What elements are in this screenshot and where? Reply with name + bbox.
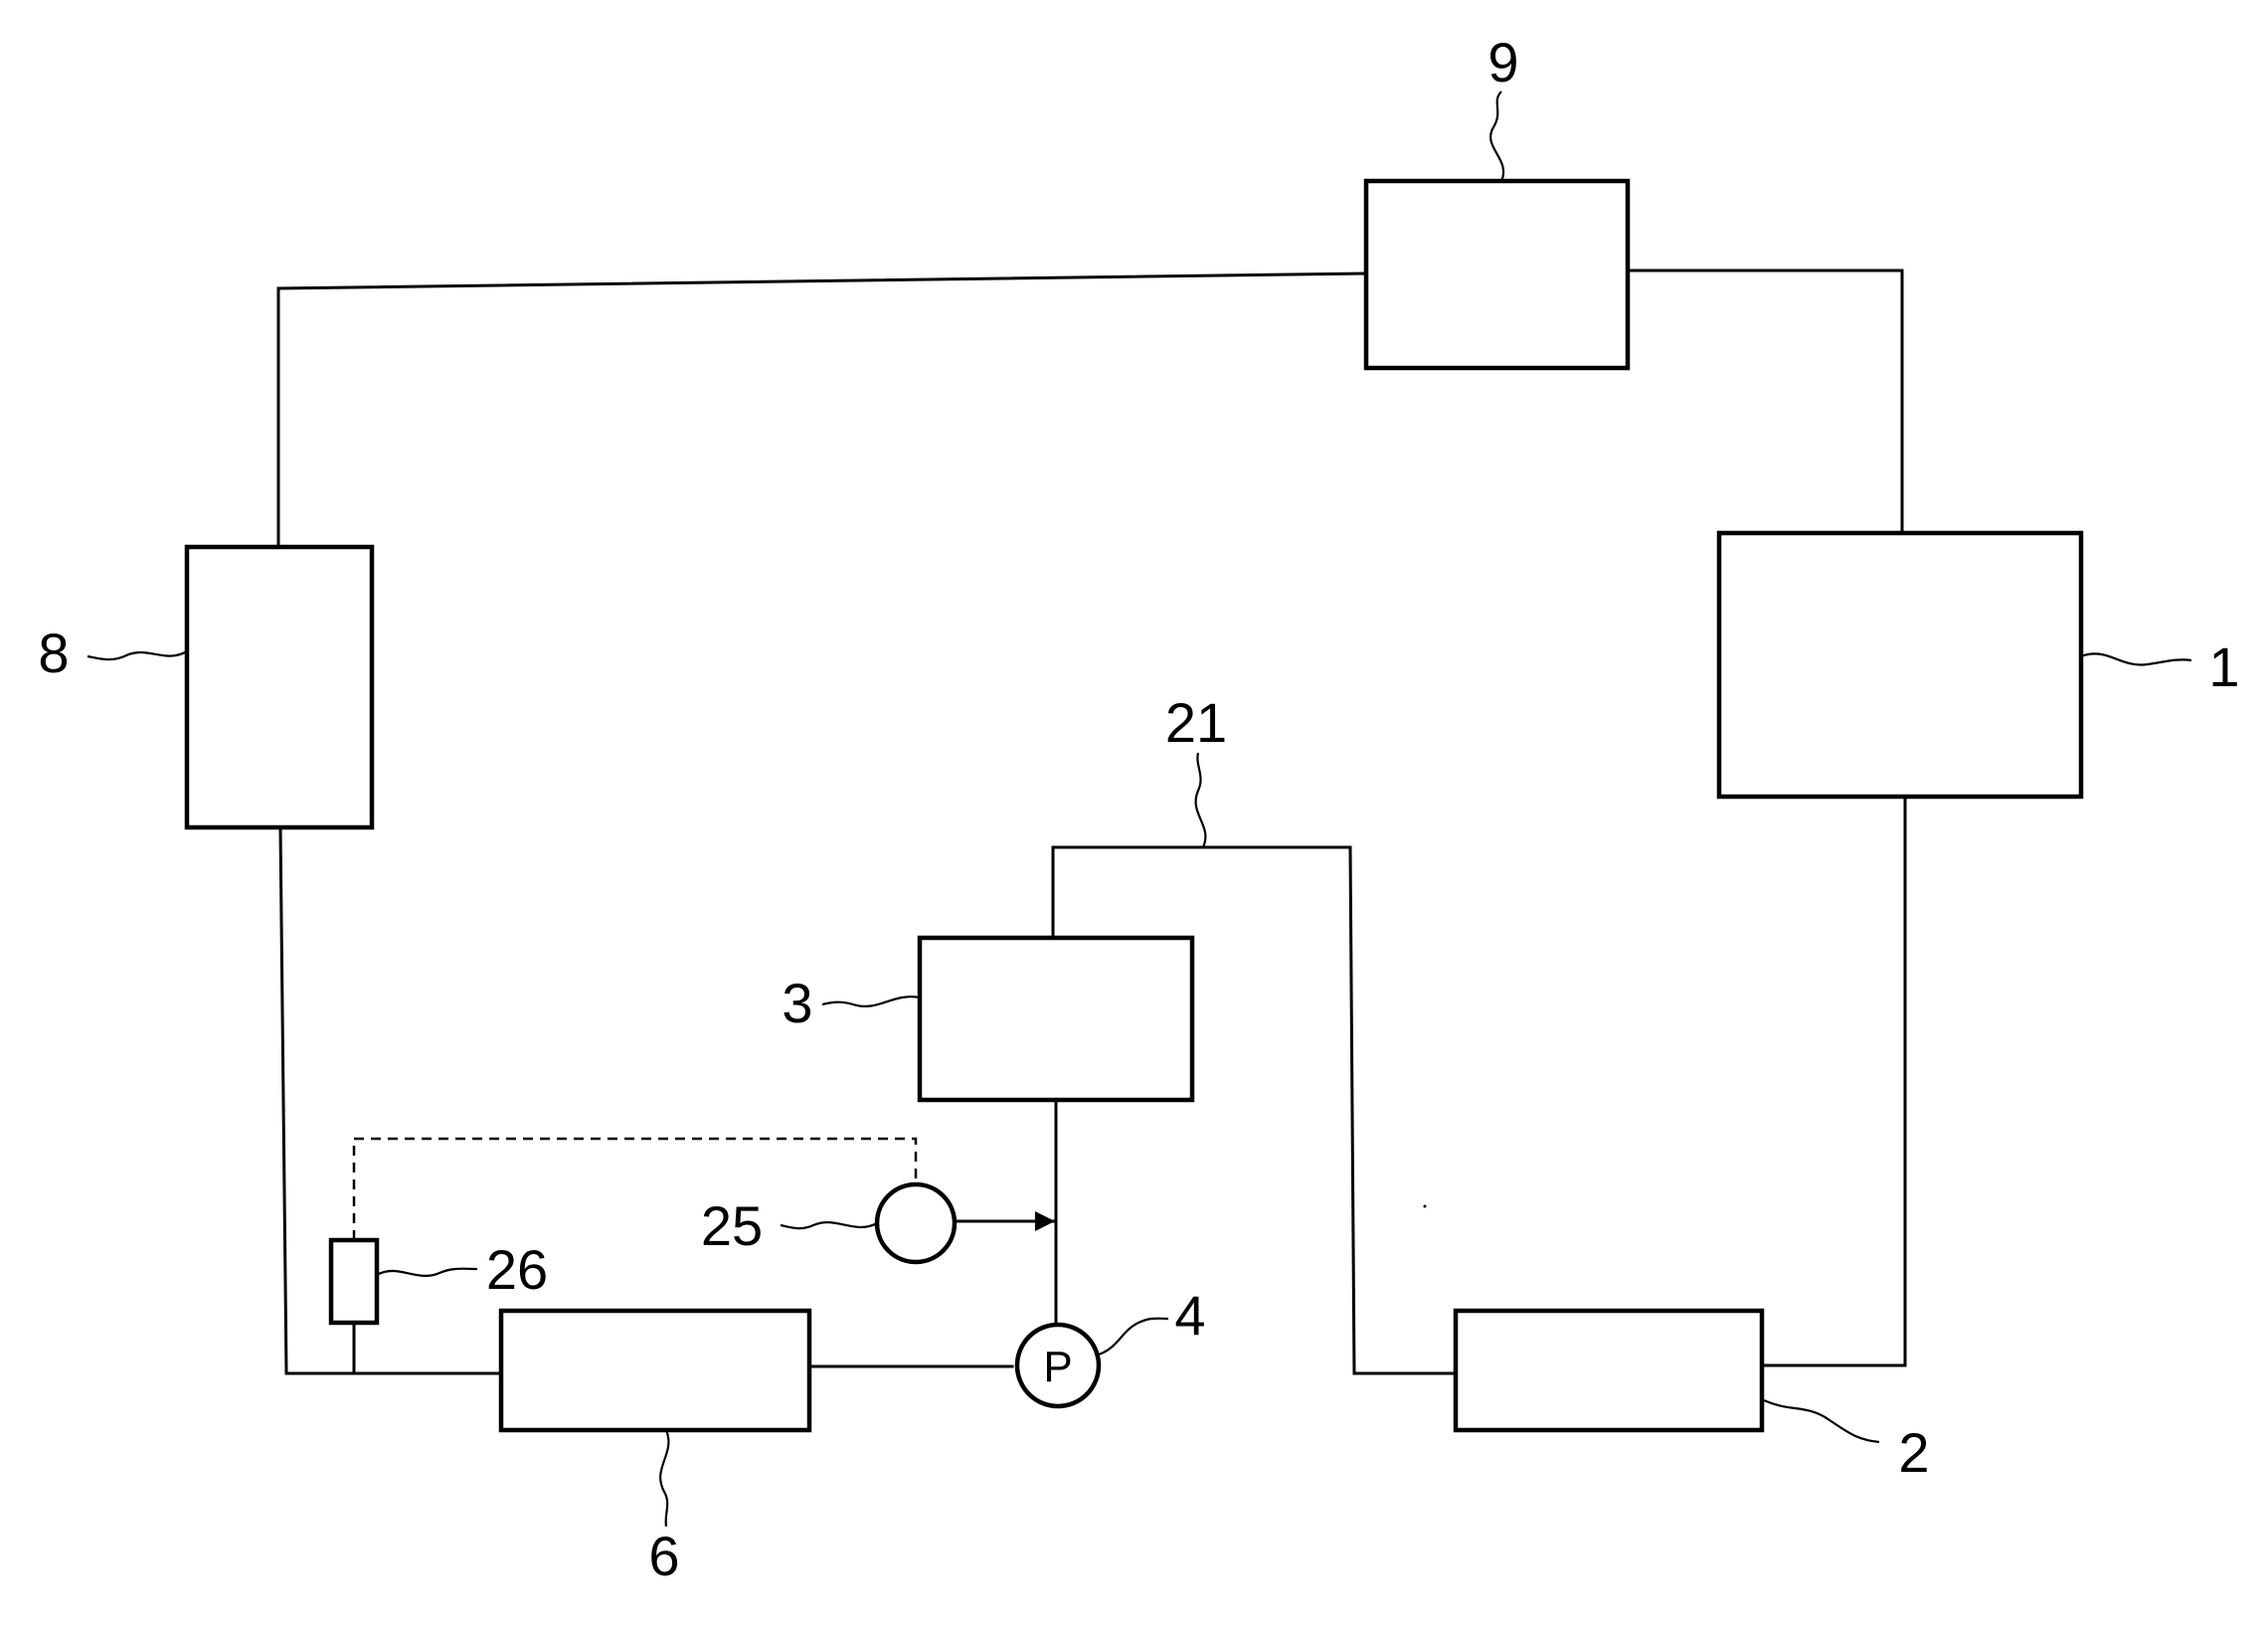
- leader-lines: [87, 90, 2192, 1528]
- label-4: 4: [1174, 1284, 1205, 1347]
- leader-4: [1098, 1317, 1169, 1356]
- line-6-to-8: [278, 825, 503, 1375]
- pump-4: P: [1014, 1322, 1102, 1409]
- sensor-26: [328, 1237, 380, 1326]
- label-25: 25: [701, 1194, 763, 1257]
- pump-circle: [1014, 1322, 1102, 1409]
- leader-25: [780, 1221, 878, 1230]
- box-2: [1453, 1308, 1765, 1433]
- leader-3: [821, 995, 921, 1007]
- control-signal-line: [352, 1137, 918, 1240]
- box-1: [1716, 530, 2084, 800]
- box-8: [184, 544, 375, 830]
- leader-8: [87, 650, 188, 661]
- label-9: 9: [1487, 31, 1518, 93]
- label-26: 26: [486, 1238, 548, 1301]
- scan-speck: [1423, 1204, 1427, 1208]
- pump-symbol: P: [1043, 1343, 1072, 1391]
- box-6: [498, 1308, 812, 1433]
- leader-9: [1489, 90, 1505, 182]
- leader-26: [376, 1267, 478, 1277]
- label-1: 1: [2208, 635, 2239, 698]
- label-21: 21: [1165, 691, 1227, 754]
- box-9: [1363, 178, 1631, 371]
- reference-labels: 9 1 8 21 3 25 26 4 6 2: [38, 31, 2239, 1587]
- label-6: 6: [648, 1525, 679, 1587]
- label-8: 8: [38, 622, 69, 684]
- leader-1: [2080, 652, 2192, 666]
- valve-25: [874, 1181, 958, 1265]
- label-2: 2: [1898, 1421, 1929, 1484]
- line-8-to-9: [276, 271, 1366, 549]
- box-3: [917, 935, 1195, 1103]
- piping: [276, 269, 1907, 1375]
- label-3: 3: [782, 972, 812, 1034]
- line-9-to-1: [1626, 269, 1904, 535]
- line-2-to-21: [1051, 845, 1458, 1375]
- leader-2: [1763, 1399, 1880, 1444]
- leader-21: [1194, 752, 1207, 848]
- leader-6: [659, 1429, 670, 1528]
